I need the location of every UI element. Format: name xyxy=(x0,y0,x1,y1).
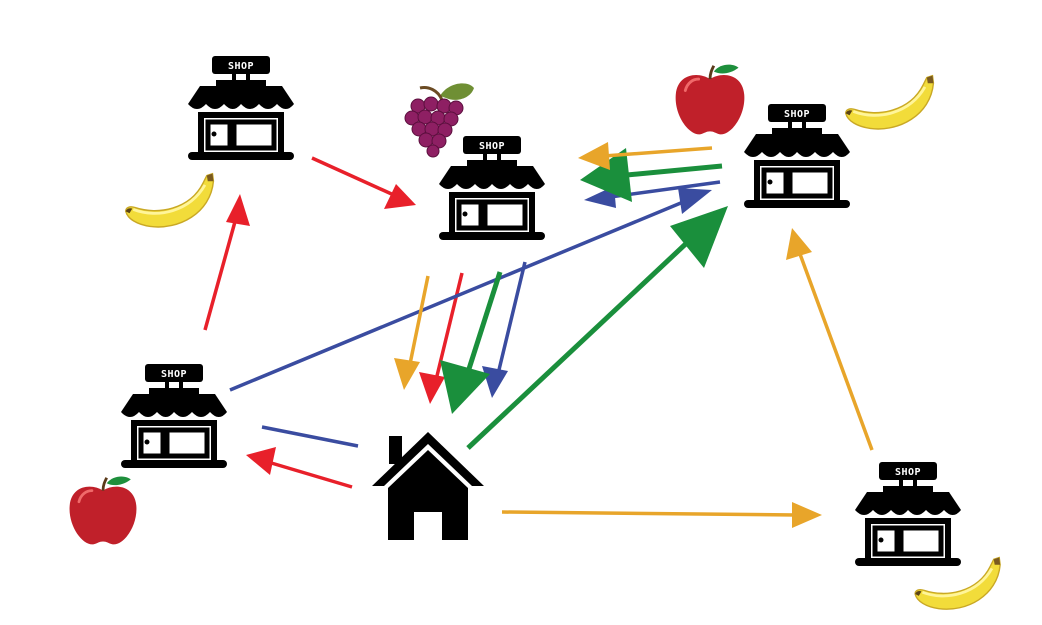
shop-center: SHOP xyxy=(439,136,545,240)
green-arrowhead xyxy=(440,360,490,414)
green-route xyxy=(440,148,728,450)
shop-sign-label: SHOP xyxy=(895,467,921,478)
blue-arrow-home-to-shop-left xyxy=(261,425,359,448)
banana-icon xyxy=(124,172,215,229)
shop-bottom-right: SHOP xyxy=(855,462,961,566)
red-route xyxy=(203,156,464,489)
route-arrows xyxy=(203,142,874,528)
green-arrow-home-to-top-right xyxy=(466,236,694,450)
orange-arrow-bottom-right-to-top-right xyxy=(798,253,874,451)
orange-route xyxy=(394,142,874,528)
green-arrowhead xyxy=(670,206,728,268)
orange-arrow-top-right-to-center xyxy=(603,146,713,158)
blue-route xyxy=(229,180,721,448)
green-arrowhead xyxy=(580,148,632,202)
shop-top-left: SHOP xyxy=(188,56,294,160)
red-arrow-center-to-home xyxy=(434,272,464,381)
shop-sign-label: SHOP xyxy=(161,369,187,380)
red-arrowhead xyxy=(419,372,445,404)
blue-arrow-center-to-home xyxy=(496,261,527,375)
shop-sign-label: SHOP xyxy=(784,109,810,120)
orange-arrow-center-to-home xyxy=(408,275,430,365)
orange-arrowhead xyxy=(578,142,610,170)
apple-icon xyxy=(674,63,746,136)
red-arrowhead xyxy=(384,184,416,209)
shop-sign-label: SHOP xyxy=(228,61,254,72)
blue-arrowhead xyxy=(482,366,508,398)
green-arrow-top-right-to-center xyxy=(615,163,723,179)
apple-icon xyxy=(68,475,138,546)
red-arrow-top-left-to-center xyxy=(311,156,397,198)
blue-arrowhead xyxy=(678,188,712,214)
orange-arrowhead xyxy=(792,502,822,528)
blue-arrow-shop-left-to-top-right xyxy=(229,198,689,392)
orange-arrowhead xyxy=(786,228,812,260)
shop-sign-label: SHOP xyxy=(479,141,505,152)
green-arrow-center-to-home xyxy=(465,271,503,373)
red-arrow-home-to-shop-left xyxy=(267,460,353,489)
red-arrowhead xyxy=(226,194,250,226)
orange-arrowhead xyxy=(394,358,420,390)
red-arrowhead xyxy=(246,447,276,475)
home-icon xyxy=(372,432,484,540)
orange-arrow-home-to-bottom-right xyxy=(501,510,797,517)
red-arrow-shop-left-to-top-left xyxy=(203,217,238,331)
shop-top-right: SHOP xyxy=(744,104,850,208)
shop-left: SHOP xyxy=(121,364,227,468)
banana-icon xyxy=(844,74,935,131)
